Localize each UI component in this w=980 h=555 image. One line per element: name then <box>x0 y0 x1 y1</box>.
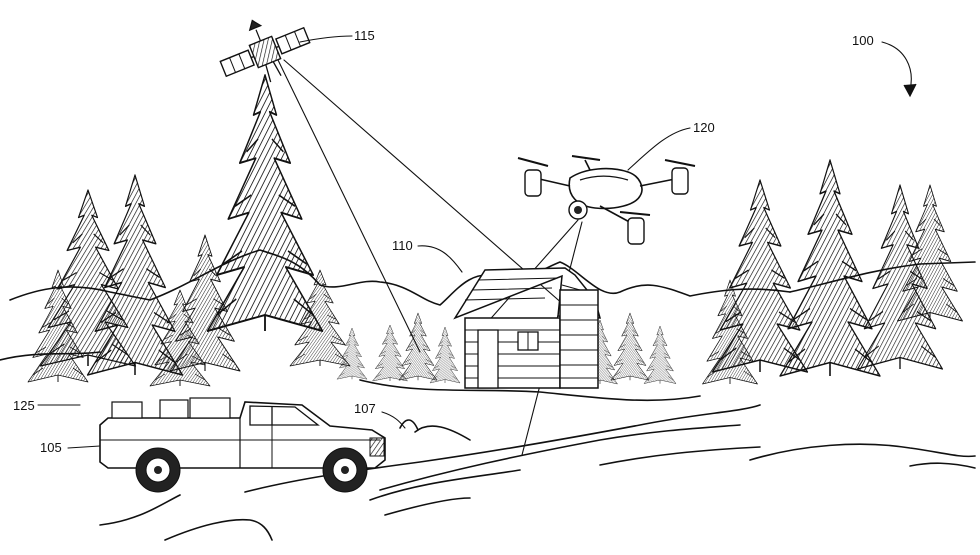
cabin-side-wall <box>559 289 599 389</box>
truck-cargo-box-1 <box>111 401 143 419</box>
satellite-antenna <box>248 19 263 42</box>
truck-front-wheel <box>322 447 368 493</box>
truck-cargo-box-3 <box>189 397 231 419</box>
drone-motor-left <box>524 169 542 197</box>
label-system-100: 100 <box>852 33 874 48</box>
satellite <box>219 19 311 83</box>
right-tree-group <box>701 158 964 385</box>
drone-motor-right <box>671 167 689 195</box>
label-path-107: 107 <box>354 401 376 416</box>
drone-propeller-left <box>517 157 549 167</box>
leader-lines <box>37 35 917 449</box>
truck-rear-wheel <box>135 447 181 493</box>
label-vehicle-105: 105 <box>40 440 62 455</box>
label-drone-120: 120 <box>693 120 715 135</box>
truck-grille <box>369 437 385 457</box>
pickup-truck <box>99 397 386 493</box>
left-tree-group <box>27 73 351 387</box>
cabin <box>453 267 602 389</box>
drone-propeller-right <box>664 159 696 167</box>
cabin-roof-hatch <box>464 277 591 303</box>
satellite-body <box>248 35 282 69</box>
satellite-signal-line-1 <box>277 59 421 353</box>
drone-propeller-back <box>571 155 601 161</box>
truck-cab-window <box>249 405 320 426</box>
system-arrow <box>881 41 912 91</box>
cabin-door <box>477 329 499 389</box>
label-satellite-115: 115 <box>354 28 375 43</box>
label-structure-110: 110 <box>392 238 413 253</box>
drone-propeller-front <box>619 211 651 216</box>
satellite-panel-left <box>219 49 256 78</box>
drone-motor-front <box>627 217 645 245</box>
drone-camera <box>568 200 588 220</box>
drone <box>517 155 696 245</box>
truck-cargo-box-2 <box>159 399 189 419</box>
label-trees-125: 125 <box>13 398 35 413</box>
